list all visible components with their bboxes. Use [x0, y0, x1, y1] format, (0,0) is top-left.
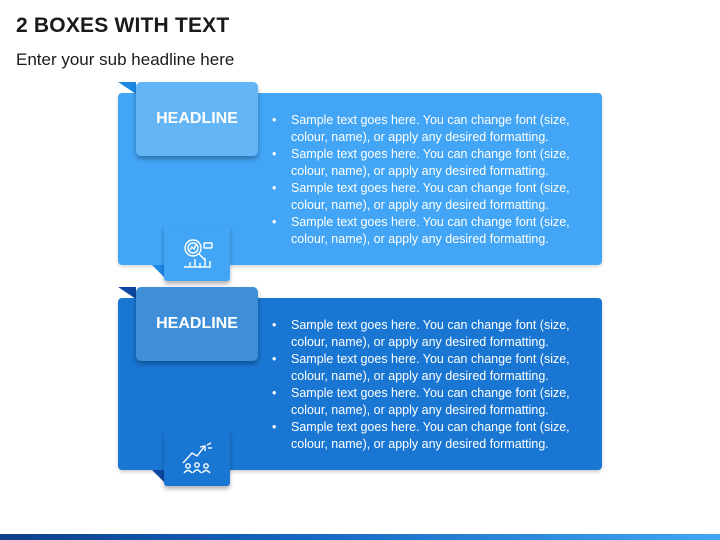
- footer-bar: [0, 534, 720, 540]
- icon-fold-2: [152, 470, 164, 482]
- tab-fold-2: [118, 287, 136, 299]
- icon-box-1: [164, 225, 230, 281]
- bullet-item: Sample text goes here. You can change fo…: [272, 385, 592, 419]
- bullet-list-1: Sample text goes here. You can change fo…: [272, 112, 592, 248]
- bullet-item: Sample text goes here. You can change fo…: [272, 351, 592, 385]
- headline-2: HEADLINE: [156, 315, 238, 332]
- headline-1: HEADLINE: [156, 110, 238, 127]
- bullet-item: Sample text goes here. You can change fo…: [272, 146, 592, 180]
- bullet-item: Sample text goes here. You can change fo…: [272, 419, 592, 453]
- bullet-item: Sample text goes here. You can change fo…: [272, 214, 592, 248]
- teamwork-growth-icon: [182, 442, 212, 474]
- slide-subtitle: Enter your sub headline here: [16, 50, 235, 69]
- bullet-item: Sample text goes here. You can change fo…: [272, 317, 592, 351]
- slide-title: 2 BOXES WITH TEXT: [16, 14, 230, 37]
- tab-fold-1: [118, 82, 136, 94]
- bullet-item: Sample text goes here. You can change fo…: [272, 180, 592, 214]
- icon-fold-1: [152, 265, 164, 277]
- headline-tab-1: [136, 82, 258, 156]
- headline-tab-2: [136, 287, 258, 361]
- icon-box-2: [164, 430, 230, 486]
- bullet-list-2: Sample text goes here. You can change fo…: [272, 317, 592, 453]
- bullet-item: Sample text goes here. You can change fo…: [272, 112, 592, 146]
- analytics-magnifier-icon: [184, 239, 213, 268]
